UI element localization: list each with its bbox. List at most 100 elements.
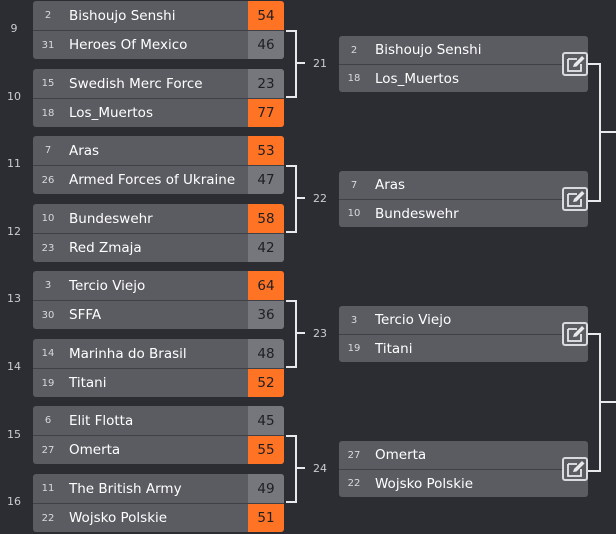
team-name: Bishoujo Senshi xyxy=(375,42,482,58)
match-number: 12 xyxy=(7,225,21,238)
match-number: 15 xyxy=(7,428,21,441)
team-row[interactable]: 14 Marinha do Brasil 48 xyxy=(33,339,284,368)
team-row[interactable]: 19 Titani 52 xyxy=(33,368,284,397)
edit-match-button[interactable] xyxy=(562,187,588,211)
score: 48 xyxy=(248,339,284,368)
edit-match-button[interactable] xyxy=(562,52,588,76)
winning-score: 64 xyxy=(248,271,284,300)
seed-number: 11 xyxy=(41,483,55,494)
seed-number: 22 xyxy=(347,478,361,489)
team-name: Marinha do Brasil xyxy=(69,345,187,362)
match-number: 21 xyxy=(313,57,327,70)
seed-number: 31 xyxy=(41,39,55,51)
bracket-connector xyxy=(286,300,297,368)
team-name: Wojsko Polskie xyxy=(375,475,474,492)
team-name: Bundeswehr xyxy=(69,210,153,227)
seed-number: 19 xyxy=(41,377,55,389)
edit-match-button[interactable] xyxy=(562,457,588,481)
seed-number: 14 xyxy=(41,348,55,359)
seed-number: 27 xyxy=(347,449,361,461)
team-row[interactable]: 3 Tercio Viejo 64 xyxy=(33,271,284,300)
seed-number: 18 xyxy=(41,107,55,119)
bracket-connector xyxy=(297,332,305,334)
seed-number: 7 xyxy=(44,145,52,156)
match-number: 24 xyxy=(313,462,327,475)
team-row[interactable]: 2 Bishoujo Senshi xyxy=(339,36,588,64)
team-name: Bishoujo Senshi xyxy=(69,7,176,24)
winning-score: 58 xyxy=(248,204,284,233)
bracket-connector xyxy=(286,435,297,503)
seed-number: 26 xyxy=(41,174,55,186)
score: 49 xyxy=(248,474,284,503)
team-name: Tercio Viejo xyxy=(69,277,146,294)
score: 47 xyxy=(248,166,284,194)
team-name: Wojsko Polskie xyxy=(69,510,168,526)
bracket-connector xyxy=(601,130,616,133)
seed-number: 3 xyxy=(350,314,358,326)
match-number: 10 xyxy=(7,90,21,103)
seed-number: 18 xyxy=(347,73,361,84)
winning-score: 54 xyxy=(248,1,284,30)
edit-match-button[interactable] xyxy=(562,322,588,346)
winning-score: 52 xyxy=(248,369,284,397)
match-number: 13 xyxy=(7,292,21,305)
team-name: Elit Flotta xyxy=(69,412,134,429)
team-row[interactable]: 3 Tercio Viejo xyxy=(339,306,588,334)
match-number: 9 xyxy=(10,22,18,35)
team-name: Heroes Of Mexico xyxy=(69,37,188,53)
winning-score: 51 xyxy=(248,504,284,532)
team-name: Tercio Viejo xyxy=(375,312,452,328)
team-row[interactable]: 10 Bundeswehr 58 xyxy=(33,204,284,233)
seed-number: 2 xyxy=(350,44,358,56)
team-name: Swedish Merc Force xyxy=(69,75,203,92)
winning-score: 55 xyxy=(248,436,284,464)
team-name: The British Army xyxy=(69,480,182,497)
team-row[interactable]: 22 Wojsko Polskie xyxy=(339,469,588,497)
seed-number: 3 xyxy=(44,280,52,291)
seed-number: 10 xyxy=(41,213,55,224)
match-number: 22 xyxy=(313,192,327,205)
bracket-connector xyxy=(297,197,305,199)
team-row[interactable]: 31 Heroes Of Mexico 46 xyxy=(33,30,284,59)
score: 46 xyxy=(248,31,284,59)
seed-number: 27 xyxy=(41,444,55,456)
team-name: Los_Muertos xyxy=(69,105,153,121)
bracket-connector xyxy=(297,62,305,64)
seed-number: 10 xyxy=(347,208,361,219)
match-number: 14 xyxy=(7,360,21,373)
seed-number: 30 xyxy=(41,309,55,321)
team-name: Titani xyxy=(69,375,107,391)
bracket-connector xyxy=(588,333,601,472)
seed-number: 6 xyxy=(44,415,52,426)
team-name: Titani xyxy=(375,340,413,357)
team-row[interactable]: 11 The British Army 49 xyxy=(33,474,284,503)
seed-number: 15 xyxy=(41,78,55,89)
match-card[interactable]: 14 Marinha do Brasil 48 19 Titani 52 xyxy=(33,339,284,397)
